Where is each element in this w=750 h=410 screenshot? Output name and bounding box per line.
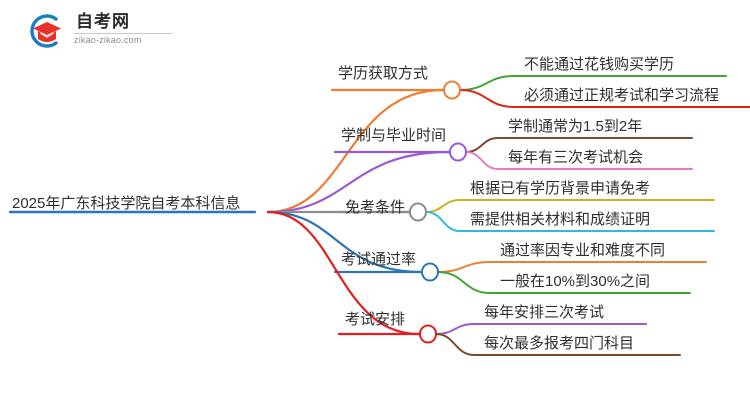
- leaf-link-1-1: [465, 151, 499, 170]
- leaf-link-3-1: [437, 271, 491, 294]
- leaf-label-1-1[interactable]: 每年有三次考试机会: [508, 149, 644, 166]
- leaf-label-3-1[interactable]: 一般在10%到30%之间: [500, 273, 651, 290]
- logo-divider: [74, 33, 172, 34]
- branch-label-2[interactable]: 免考条件: [345, 199, 406, 216]
- logo-text-block: 自考网 zikao-zikao.com: [74, 12, 174, 50]
- zikao-logo-icon: [30, 14, 61, 48]
- branch-label-3[interactable]: 考试通过率: [341, 251, 417, 268]
- branch-link-4: [266, 210, 421, 336]
- leaf-link-2-0: [425, 199, 461, 213]
- branch-label-1[interactable]: 学制与毕业时间: [341, 127, 447, 144]
- root-label[interactable]: 2025年广东科技学院自考本科信息: [12, 195, 241, 212]
- leaf-link-3-0: [437, 261, 491, 273]
- mindmap-links: [8, 75, 750, 356]
- branch-label-0[interactable]: 学历获取方式: [338, 65, 429, 82]
- leaf-label-4-1[interactable]: 每次最多报考四门科目: [484, 335, 635, 352]
- branch-node-3[interactable]: [421, 262, 439, 282]
- leaf-label-2-0[interactable]: 根据已有学历背景申请免考: [470, 180, 651, 197]
- leaf-link-1-0: [465, 137, 499, 153]
- leaf-link-4-1: [435, 333, 475, 356]
- leaf-label-1-0[interactable]: 学制通常为1.5到2年: [508, 118, 643, 135]
- leaf-label-4-0[interactable]: 每年安排三次考试: [484, 304, 605, 321]
- branch-label-4[interactable]: 考试安排: [345, 311, 406, 328]
- branch-node-0[interactable]: [443, 80, 461, 100]
- leaf-link-4-0: [435, 323, 475, 335]
- leaf-link-2-1: [425, 211, 461, 232]
- branch-link-1: [266, 150, 451, 214]
- branch-node-2[interactable]: [409, 202, 427, 222]
- logo-domain: zikao-zikao.com: [74, 35, 142, 45]
- leaf-label-2-1[interactable]: 需提供相关材料和成绩证明: [470, 211, 651, 228]
- branch-node-4[interactable]: [419, 324, 437, 344]
- branch-node-1[interactable]: [449, 142, 467, 162]
- leaf-label-3-0[interactable]: 通过率因专业和难度不同: [500, 242, 666, 259]
- leaf-label-0-0[interactable]: 不能通过花钱购买学历: [524, 56, 675, 73]
- leaf-label-0-1[interactable]: 必须通过正规考试和学习流程: [524, 87, 720, 104]
- logo-title: 自考网: [76, 12, 130, 31]
- leaf-link-0-0: [459, 75, 515, 91]
- branch-link-3: [266, 210, 423, 274]
- site-logo[interactable]: 自考网 zikao-zikao.com: [26, 8, 176, 52]
- mindmap-nodes: [409, 80, 467, 344]
- leaf-link-0-1: [459, 89, 515, 108]
